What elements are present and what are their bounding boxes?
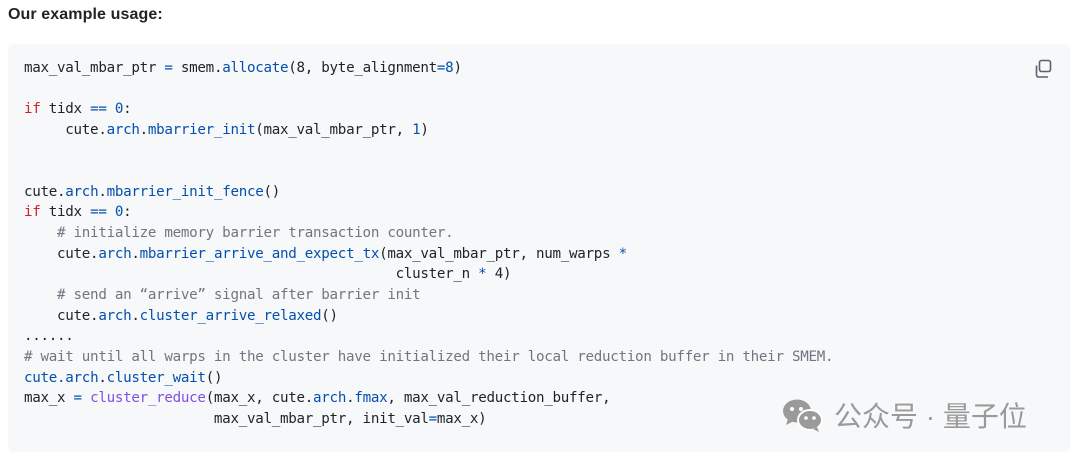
copy-button[interactable] [1032,58,1054,80]
code-content: max_val_mbar_ptr = smem.allocate(8, byte… [24,58,834,430]
code-token: () [321,307,338,324]
code-token: max_val_mbar_ptr [24,60,165,76]
code-token: max_val_mbar_ptr, init_val [24,410,429,427]
code-line: # initialize memory barrier transaction … [24,223,833,244]
code-line: cute.arch.mbarrier_init(max_val_mbar_ptr… [24,120,833,141]
code-token: if [24,204,41,221]
code-line: cute.arch.cluster_arrive_relaxed() [24,306,833,327]
code-token: arch [98,245,132,262]
code-token: (max_val_mbar_ptr, num_warps [379,245,619,262]
code-token: max_x [24,390,74,407]
code-token: cluster_n [24,266,479,283]
code-token: arch [98,307,132,324]
code-line: max_x = cluster_reduce(max_x, cute.arch.… [24,388,833,409]
code-token: . [98,369,107,386]
code-token: mbarrier_arrive_and_expect_tx [139,245,380,262]
code-token: arch [313,390,347,407]
code-line [24,141,833,162]
code-token: = [73,390,83,407]
code-line: # send an “arrive” signal after barrier … [24,285,833,306]
code-token: * [618,245,628,262]
watermark: 公众号 · 量子位 [782,396,1027,434]
code-comment: # initialize memory barrier transaction … [24,225,454,242]
code-token: cute. [24,369,66,386]
code-token [107,204,115,220]
code-token: allocate [222,60,289,76]
section-heading: Our example usage: [8,6,163,23]
code-token: . [131,245,140,262]
code-token: ) [453,60,462,76]
code-line: max_val_mbar_ptr, init_val=max_x) [24,409,833,430]
code-token: (max_val_mbar_ptr, [255,121,413,138]
code-token: arch [106,121,140,138]
code-token: cute. [24,121,107,138]
code-token: 8 [445,60,454,76]
code-token: 1 [412,121,421,138]
code-line: ...... [24,326,833,347]
code-token: cute. [24,183,66,200]
code-token: cute. [24,245,99,262]
code-token: == [90,204,107,221]
code-token: cute. [24,307,99,324]
copy-icon [1035,59,1052,78]
code-token: if [24,101,41,118]
code-token [82,390,90,406]
code-token: = [428,410,438,427]
code-token: max_x) [436,410,487,427]
code-line [24,79,833,100]
code-token: tidx [40,101,91,118]
code-token: : [123,204,132,221]
code-line: cluster_n * 4) [24,264,833,285]
code-token: : [123,101,132,118]
code-token: . [346,390,355,407]
code-line: cute.arch.mbarrier_arrive_and_expect_tx(… [24,244,833,265]
code-line [24,161,833,182]
code-token: ...... [24,328,74,345]
code-token: 0 [114,204,124,221]
code-token: cluster_wait [106,369,206,386]
code-token: mbarrier_init_fence [106,183,264,200]
code-token: ) [420,121,429,138]
code-token: = [436,60,446,76]
code-token: . [131,307,140,324]
code-comment: # wait until all warps in the cluster ha… [24,348,834,365]
watermark-text: 公众号 · 量子位 [834,401,1027,432]
code-block: max_val_mbar_ptr = smem.allocate(8, byte… [8,44,1070,452]
code-token: . [98,183,107,200]
code-token: cluster_arrive_relaxed [139,307,322,324]
code-token: smem. [172,60,223,76]
code-token: (8, byte_alignment [288,60,437,76]
code-line: max_val_mbar_ptr = smem.allocate(8, byte… [24,58,833,79]
code-token: 0 [114,101,124,118]
code-token: tidx [40,204,91,221]
code-token: == [90,101,107,118]
code-token: . [139,121,149,138]
code-line: cute.arch.mbarrier_init_fence() [24,182,833,203]
code-token: (max_x, cute. [205,390,314,407]
code-token: 4) [486,266,512,283]
code-line: cute.arch.cluster_wait() [24,368,833,389]
code-line: if tidx == 0: [24,202,833,223]
code-token: arch [65,183,99,200]
code-token: , max_val_reduction_buffer, [387,390,611,407]
code-token: () [263,183,281,200]
code-token: mbarrier_init [147,121,256,138]
code-line: # wait until all warps in the cluster ha… [24,347,834,368]
code-line: if tidx == 0: [24,99,833,120]
code-token: * [478,266,487,283]
code-token: arch [65,369,99,386]
code-token: fmax [354,390,388,407]
code-token: () [205,369,223,386]
code-token [107,101,115,117]
code-token: = [164,60,173,76]
code-comment: # send an “arrive” signal after barrier … [24,287,421,304]
wechat-icon [783,399,823,432]
code-token: cluster_reduce [90,390,206,407]
